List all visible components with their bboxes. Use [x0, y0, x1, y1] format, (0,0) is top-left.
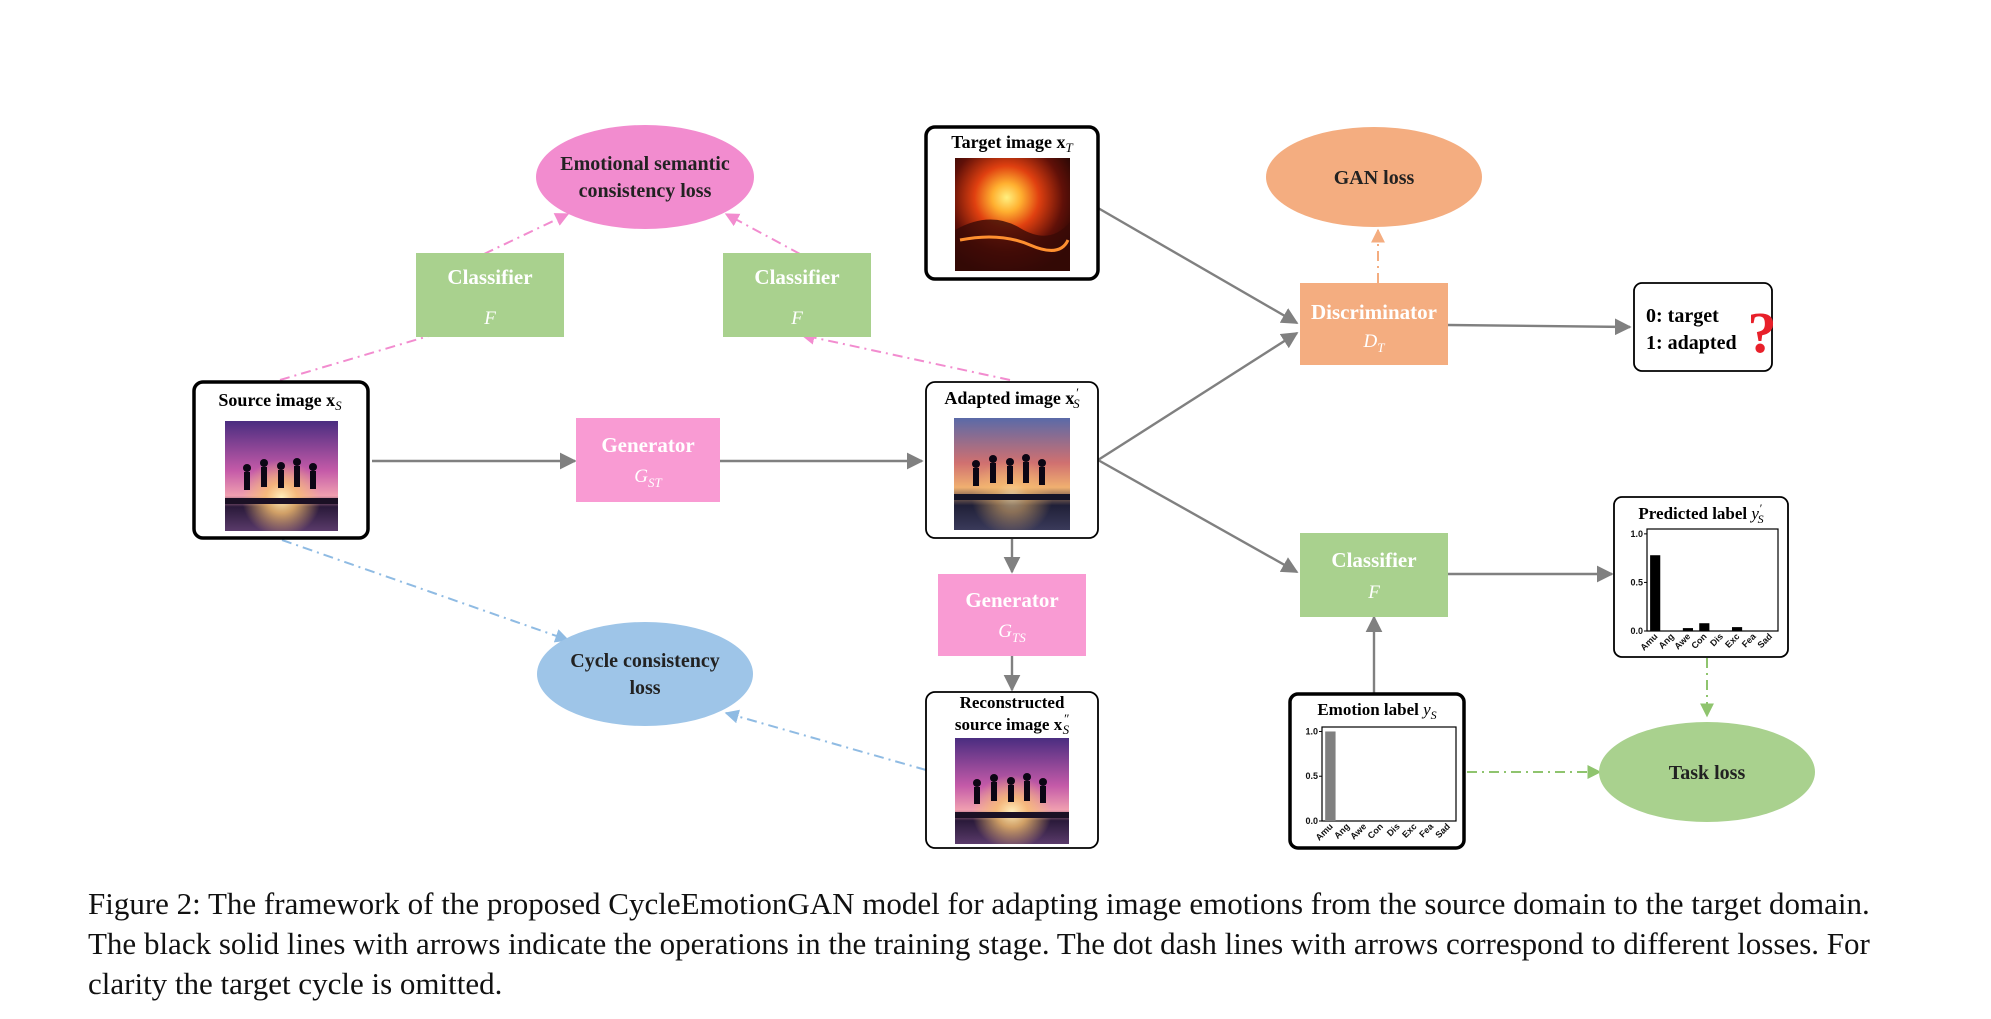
task-loss: Task loss — [1599, 722, 1815, 822]
emotion-ytick-label: 1.0 — [1305, 726, 1318, 736]
cycle-loss-line1: Cycle consistency — [570, 650, 719, 672]
predicted-bar — [1731, 627, 1743, 631]
generator-ts: Generator GTS — [938, 574, 1086, 656]
predicted-bar — [1699, 623, 1710, 631]
reconstructed-label-line2: source image x″S — [955, 711, 1070, 737]
reconstructed-photo — [955, 738, 1069, 844]
cycle-loss-line2: loss — [629, 677, 660, 699]
arrow-classifier-to-emotional-loss — [483, 213, 570, 255]
generator-st: Generator GST — [576, 418, 720, 502]
emotion-label-title: Emotion label yS — [1317, 700, 1436, 722]
source-image-frame: Source image xS — [192, 380, 370, 540]
adapted-image-label: Adapted image x′S — [944, 385, 1080, 411]
discriminator: Discriminator DT — [1300, 283, 1448, 365]
output-line2: 1: adapted — [1646, 332, 1737, 354]
emotion-plot-area — [1321, 726, 1457, 822]
classifier-mid: Classifier F — [723, 253, 871, 337]
predicted-label-title: Predicted label y′S — [1638, 501, 1763, 526]
discriminator-output-box: 0: target 1: adapted ? — [1633, 282, 1777, 372]
generator-ts-title: Generator — [965, 588, 1058, 612]
arrow-target-to-discriminator — [1097, 206, 1299, 325]
gan-loss-label: GAN loss — [1334, 167, 1415, 189]
classifier-mid-title: Classifier — [754, 265, 839, 289]
output-line1: 0: target — [1646, 305, 1719, 327]
emotion-bar — [1325, 731, 1336, 821]
reconstructed-label-line1: Reconstructed — [960, 693, 1065, 712]
discriminator-title: Discriminator — [1311, 300, 1437, 324]
adapted-image-frame: Adapted image x′S — [925, 381, 1099, 539]
classifier-left: Classifier F — [416, 253, 564, 337]
emotion-ytick-label: 0.0 — [1305, 816, 1318, 826]
classifier-left-title: Classifier — [447, 265, 532, 289]
predicted-ytick-label: 0.0 — [1630, 626, 1643, 636]
predicted-bar — [1650, 555, 1661, 631]
arrow-adapted-to-classifier-mid — [800, 330, 1011, 381]
question-mark: ? — [1748, 300, 1777, 365]
source-image-label: Source image xS — [218, 390, 342, 413]
emotional-loss-line1: Emotional semantic — [560, 153, 730, 175]
arrow-source-to-cycle-loss — [281, 539, 570, 643]
arrow-reconstructed-to-cycle-loss — [724, 709, 927, 771]
arrow-adapted-to-classifier — [1097, 458, 1299, 574]
adapted-photo — [954, 418, 1070, 530]
emotion-ytick-label: 0.5 — [1305, 771, 1318, 781]
predicted-bar — [1682, 628, 1694, 631]
predicted-plot-area — [1646, 528, 1779, 632]
classifier-right-title: Classifier — [1331, 548, 1416, 572]
classifier-right: Classifier F — [1300, 533, 1448, 617]
predicted-ytick-label: 0.5 — [1630, 577, 1643, 587]
emotional-loss-line2: consistency loss — [579, 180, 712, 202]
predicted-label-frame: Predicted label y′S 0.00.51.0AmuAngAweCo… — [1613, 496, 1789, 658]
source-photo — [225, 421, 338, 531]
classifier-mid-symbol: F — [790, 308, 803, 329]
figure-caption: Figure 2: The framework of the proposed … — [88, 886, 1870, 1001]
arrow-classifier-mid-to-emotional-loss — [724, 213, 801, 255]
arrow-adapted-to-discriminator — [1097, 331, 1299, 462]
cycle-consistency-loss: Cycle consistency loss — [537, 622, 753, 726]
target-image-frame: Target image xT — [924, 125, 1100, 281]
classifier-right-symbol: F — [1367, 582, 1380, 603]
task-loss-label: Task loss — [1669, 762, 1746, 784]
target-image-label: Target image xT — [951, 132, 1073, 155]
reconstructed-image-frame: Reconstructed source image x″S — [925, 691, 1099, 849]
emotional-semantic-consistency-loss: Emotional semantic consistency loss — [536, 125, 754, 229]
target-photo — [955, 158, 1070, 271]
predicted-ytick-label: 1.0 — [1630, 529, 1643, 539]
gan-loss: GAN loss — [1266, 127, 1482, 227]
arrow-discriminator-to-output — [1447, 318, 1632, 336]
generator-st-title: Generator — [601, 433, 694, 457]
classifier-left-symbol: F — [483, 308, 496, 329]
